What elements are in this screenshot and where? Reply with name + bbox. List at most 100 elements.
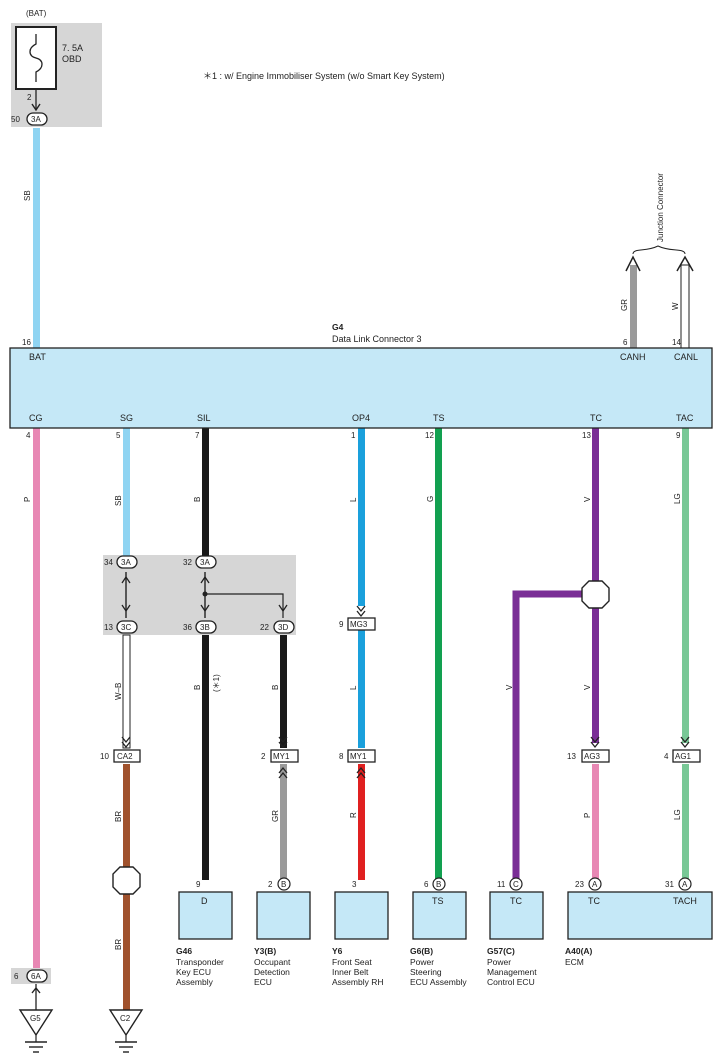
wire-label: W–B: [114, 683, 123, 700]
fuse-element: [29, 34, 43, 82]
wire-canl-w: [680, 264, 690, 349]
wire-br-upper: [123, 764, 130, 874]
connector-rect: AG1 4: [664, 749, 701, 763]
connector-oval: 3A 32: [183, 555, 217, 569]
terminal-sil: SIL: [197, 413, 211, 423]
svg-text:Inner Belt: Inner Belt: [332, 967, 369, 977]
wire-br-lower: [123, 894, 130, 1010]
connector-arrow: [31, 103, 41, 112]
junction-bracket: [632, 245, 686, 255]
wire-label: G: [426, 496, 435, 502]
wire-label: GR: [271, 810, 280, 822]
connector-arrow: [356, 605, 366, 618]
dlc-name: Data Link Connector 3: [332, 334, 422, 344]
wire-label: (＊1): [212, 674, 221, 692]
svg-text:AG1: AG1: [675, 752, 692, 761]
canl-arrow: [676, 255, 694, 272]
svg-text:2: 2: [261, 752, 266, 761]
immobiliser-note: ＊1 : w/ Engine Immobiliser System (w/o S…: [203, 71, 445, 81]
pin-cg: 4: [26, 431, 31, 440]
connector-arrow: [31, 986, 41, 994]
svg-text:9: 9: [339, 620, 344, 629]
wire-label: V: [583, 684, 592, 690]
wire-label: SB: [23, 190, 32, 201]
fuse-rating: 7. 5A: [62, 43, 83, 53]
component-power-steering-ecu: B 6 TS G6(B) Power Steering ECU Assembly: [410, 877, 467, 987]
svg-text:A: A: [592, 880, 598, 889]
wire-canh-gr: [630, 265, 637, 348]
terminal-bat: BAT: [29, 352, 46, 362]
svg-text:10: 10: [100, 752, 109, 761]
svg-text:34: 34: [104, 558, 113, 567]
svg-text:11: 11: [497, 880, 506, 889]
svg-text:G46: G46: [176, 946, 192, 956]
svg-text:32: 32: [183, 558, 192, 567]
svg-text:D: D: [201, 896, 208, 906]
dlc-id: G4: [332, 322, 344, 332]
wire-label: SB: [114, 495, 123, 506]
pin-tac: 9: [676, 431, 681, 440]
svg-text:Steering: Steering: [410, 967, 442, 977]
pin-canh: 6: [623, 338, 628, 347]
splice-dot: [202, 591, 208, 597]
fuse-source-label: (BAT): [26, 9, 47, 18]
svg-text:Assembly RH: Assembly RH: [332, 977, 383, 987]
connector-arrow: [278, 766, 288, 779]
wire-label: L: [349, 497, 358, 502]
svg-text:B: B: [281, 880, 286, 889]
wire-tc-branch-v: [512, 590, 596, 880]
wire-label: W: [671, 302, 680, 310]
splice-point-br: [112, 866, 141, 895]
svg-text:6: 6: [14, 972, 19, 981]
wire-label: P: [583, 813, 592, 818]
svg-text:23: 23: [575, 880, 584, 889]
pin-canl: 14: [672, 338, 681, 347]
svg-text:4: 4: [664, 752, 669, 761]
wire-r-belt: [358, 764, 365, 880]
component-ecm: A 23 TC A 31 TACH A40(A) ECM: [565, 877, 713, 967]
svg-text:22: 22: [260, 623, 269, 632]
svg-text:3A: 3A: [31, 115, 41, 124]
terminal-canl: CANL: [674, 352, 698, 362]
svg-text:G5: G5: [30, 1014, 41, 1023]
svg-text:G57(C): G57(C): [487, 946, 515, 956]
wire-label: P: [23, 497, 32, 502]
pin-sg: 5: [116, 431, 121, 440]
svg-text:MG3: MG3: [350, 620, 368, 629]
svg-text:A: A: [682, 880, 688, 889]
svg-text:TS: TS: [432, 896, 444, 906]
wire-label: B: [271, 685, 280, 690]
svg-text:Detection: Detection: [254, 967, 290, 977]
svg-text:Transponder: Transponder: [176, 957, 224, 967]
svg-text:3A: 3A: [200, 558, 210, 567]
splice-point-tc: [581, 580, 610, 609]
svg-text:Management: Management: [487, 967, 537, 977]
wire-w-b: [122, 634, 131, 749]
jb-arrows: [200, 575, 288, 613]
connector-oval: 6A6: [14, 969, 48, 983]
pin-tc: 13: [582, 431, 591, 440]
connector-arrow: [356, 766, 366, 779]
terminal-op4: OP4: [352, 413, 370, 423]
fuse-name: OBD: [62, 54, 82, 64]
svg-text:ECM: ECM: [565, 957, 584, 967]
pin-ts: 12: [425, 431, 434, 440]
component-power-management-ecu: C 11 TC G57(C) Power Management Control …: [487, 877, 544, 987]
wire-cg-p: [33, 428, 40, 968]
svg-text:Power: Power: [410, 957, 434, 967]
svg-text:8: 8: [339, 752, 344, 761]
svg-text:3: 3: [352, 880, 357, 889]
connector-rect: MG3 9: [339, 617, 376, 631]
wire-ts-g: [435, 428, 442, 880]
svg-text:G6(B): G6(B): [410, 946, 433, 956]
svg-text:36: 36: [183, 623, 192, 632]
svg-text:Front Seat: Front Seat: [332, 957, 372, 967]
wire-label: BR: [114, 811, 123, 822]
svg-text:Control ECU: Control ECU: [487, 977, 535, 987]
